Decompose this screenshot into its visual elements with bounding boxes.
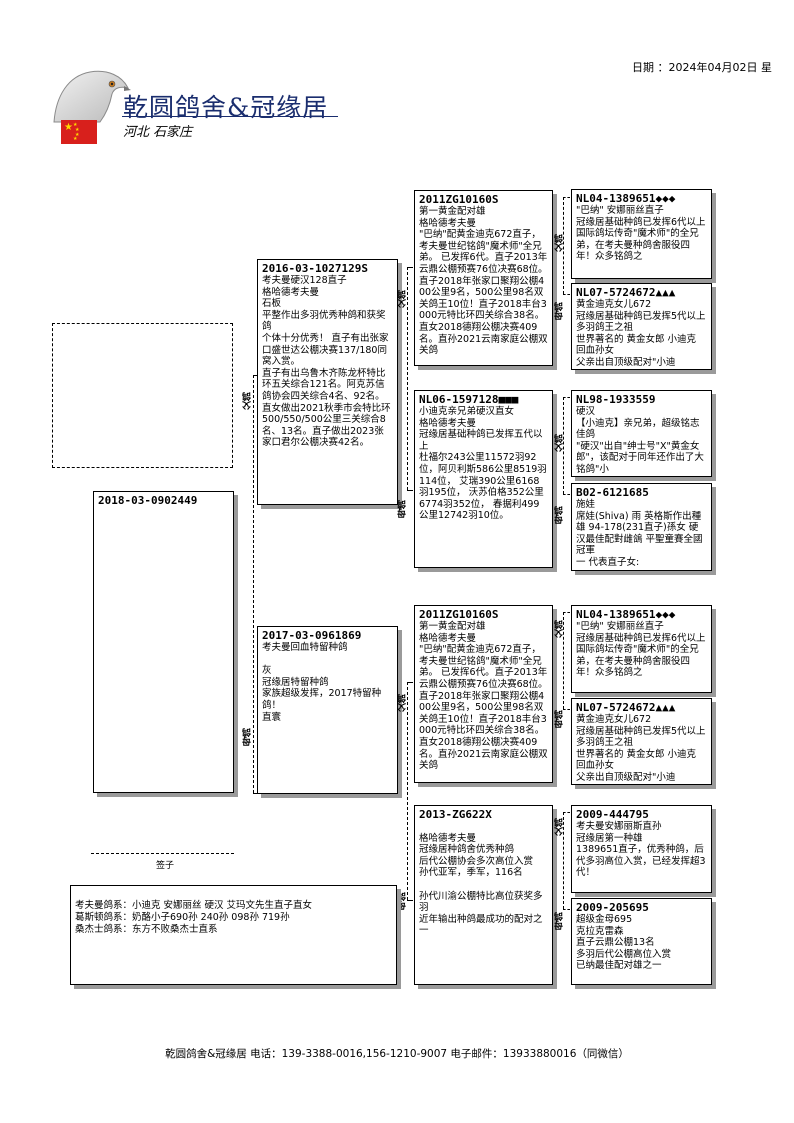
ss-box: 2011ZG10160S 第一黄金配对雄 格哈德考夫曼 "巴纳"配黄金迪克672… [414, 190, 553, 366]
dsd-box: NL07-5724672▲▲▲ 黄金迪克女儿672 冠缘居基础种鸽已发挥5代以上… [571, 698, 712, 785]
seal-label: 签子 [156, 861, 175, 871]
sd-box: NL06-1597128■■■ 小迪克亲兄弟硬汉直女 格哈德考夫曼 冠缘居基础种… [414, 390, 553, 568]
footer-contact: 乾圆鸽舍&冠缘居 电话：139-3388-0016,156-1210-9007 … [165, 1048, 629, 1060]
ds-ring: 2011ZG10160S [419, 608, 499, 621]
sire-label: 父鸽 [243, 392, 253, 410]
sire-text: 考夫曼硬汉128直子 格哈德考夫曼 石板 平整作出多羽优秀种鸽和获奖鸽 个体十分… [262, 275, 391, 449]
dd-box: 2013-ZG622X 格哈德考夫曼 冠缘居种鸽舍优秀种鸽 后代公棚协会多次高位… [414, 805, 553, 985]
photo-placeholder [52, 323, 233, 468]
subject-ring: 2018-03-0902449 [98, 494, 198, 507]
dss-box: NL04-1389651◆◆◆ "巴纳" 安娜丽丝直子 冠缘居基础种鸽已发挥6代… [571, 605, 712, 693]
ss-text: 第一黄金配对雄 格哈德考夫曼 "巴纳"配黄金迪克672直子，考夫曼世纪铭鸽"魔术… [419, 206, 548, 357]
sdd-text: 施娃 席娃(Shiva) 雨 英格斯作出種雄 94-178(231直子)孫女 硬… [576, 499, 703, 568]
ddd-label: 母鸽 [555, 912, 565, 930]
sire-box: 2016-03-1027129S 考夫曼硬汉128直子 格哈德考夫曼 石板 平整… [257, 259, 398, 505]
bloodlines-box: 考夫曼鸽系：小迪克 安娜丽丝 硬汉 艾玛文先生直子直女 葛斯顿鸽系：奶酪小子69… [70, 885, 397, 985]
sds-text: 硬汉 【小迪克】亲兄弟，超级铭志佳鸽 "硬汉"出自"绅士号"X"黄金女郎"，该配… [576, 406, 704, 475]
ssd-box: NL07-5724672▲▲▲ 黄金迪克女儿672 冠缘居基础种鸽已发挥5代以上… [571, 283, 712, 370]
subject-box: 2018-03-0902449 [93, 491, 234, 793]
dss-text: "巴纳" 安娜丽丝直子 冠缘居基础种鸽已发挥6代以上 国际鸽坛传奇"魔术师"的全… [576, 621, 706, 679]
sd-ring: NL06-1597128■■■ [419, 393, 519, 406]
dss-label: 父鸽 [555, 620, 565, 638]
sire-dam-label: 母鸽 [398, 500, 408, 518]
dds-text: 考夫曼安娜丽斯直孙 冠缘居第一种雄 1389651直子，优秀种鸽，后代多羽高位入… [576, 821, 706, 879]
dam-label: 母鸽 [243, 728, 253, 746]
ssd-text: 黄金迪克女儿672 冠缘居基础种鸽已发挥5代以上多羽鸽王之祖 世界著名的 黄金女… [576, 299, 706, 368]
sdd-ring: B02-6121685 [576, 486, 649, 499]
dds-label: 父鸽 [555, 818, 565, 836]
sdd-label: 母鸽 [555, 506, 565, 524]
dss-ring: NL04-1389651◆◆◆ [576, 608, 676, 621]
ss-ring: 2011ZG10160S [419, 193, 499, 206]
sss-box: NL04-1389651◆◆◆ "巴纳" 安娜丽丝直子 冠缘居基础种鸽已发挥6代… [571, 189, 712, 279]
brand-title: 乾圆鸽舍&冠缘居 [123, 93, 329, 122]
date-text: 日期 ：2024年04月02日 星 [632, 61, 772, 74]
dam-box: 2017-03-0961869 考夫曼回血特留种鸽 灰 冠缘居特留种鸽 家族超级… [257, 626, 398, 794]
ds-box: 2011ZG10160S 第一黄金配对雄 格哈德考夫曼 "巴纳"配黄金迪克672… [414, 605, 553, 783]
sds-ring: NL98-1933559 [576, 393, 656, 406]
bloodlines-text: 考夫曼鸽系：小迪克 安娜丽丝 硬汉 艾玛文先生直子直女 葛斯顿鸽系：奶酪小子69… [75, 900, 313, 935]
dam-ring: 2017-03-0961869 [262, 629, 362, 642]
ddd-ring: 2009-205695 [576, 901, 649, 914]
china-flag-icon: ★ ★ ★ ★ ★ [61, 120, 97, 144]
dsd-label: 母鸽 [555, 710, 565, 728]
dd-text: 格哈德考夫曼 冠缘居种鸽舍优秀种鸽 后代公棚协会多次高位入赏 孙代亚军，季军，1… [419, 832, 543, 937]
sire-sire-label: 父鸽 [398, 290, 408, 308]
sss-label: 父鸽 [555, 234, 565, 252]
dam-sire-label: 父鸽 [398, 694, 408, 712]
ssd-ring: NL07-5724672▲▲▲ [576, 286, 676, 299]
pigeon-logo [53, 70, 131, 123]
ddd-box: 2009-205695 超级金母695 克拉克雷森 直子云鼎公棚13名 多羽后代… [571, 898, 712, 985]
sdd-box: B02-6121685 施娃 席娃(Shiva) 雨 英格斯作出種雄 94-17… [571, 483, 712, 571]
dam-dam-label: 母鸽 [398, 892, 408, 910]
ddd-text: 超级金母695 克拉克雷森 直子云鼎公棚13名 多羽后代公棚高位入赏 已纳最佳配… [576, 914, 672, 972]
sds-label: 父鸽 [555, 434, 565, 452]
dds-ring: 2009-444795 [576, 808, 649, 821]
dsd-ring: NL07-5724672▲▲▲ [576, 701, 676, 714]
sire-ring: 2016-03-1027129S [262, 262, 368, 275]
location-text: 河北 石家庄 [123, 125, 193, 140]
dam-text: 考夫曼回血特留种鸽 灰 冠缘居特留种鸽 家族超级发挥，2017特留种鸽！ 直寰 [262, 642, 382, 723]
dd-ring: 2013-ZG622X [419, 808, 492, 821]
ds-text: 第一黄金配对雄 格哈德考夫曼 "巴纳"配黄金迪克672直子，考夫曼世纪铭鸽"魔术… [419, 621, 548, 772]
dds-box: 2009-444795 考夫曼安娜丽斯直孙 冠缘居第一种雄 1389651直子，… [571, 805, 712, 893]
ssd-label: 母鸽 [555, 302, 565, 320]
sd-text: 小迪克亲兄弟硬汉直女 格哈德考夫曼 冠缘居基础种鸽已发挥五代以上 杜福尔243公… [419, 406, 547, 522]
sss-ring: NL04-1389651◆◆◆ [576, 192, 676, 205]
sss-text: "巴纳" 安娜丽丝直子 冠缘居基础种鸽已发挥6代以上 国际鸽坛传奇"魔术师"的全… [576, 205, 706, 263]
dsd-text: 黄金迪克女儿672 冠缘居基础种鸽已发挥5代以上多羽鸽王之祖 世界著名的 黄金女… [576, 714, 706, 783]
sds-box: NL98-1933559 硬汉 【小迪克】亲兄弟，超级铭志佳鸽 "硬汉"出自"绅… [571, 390, 712, 477]
